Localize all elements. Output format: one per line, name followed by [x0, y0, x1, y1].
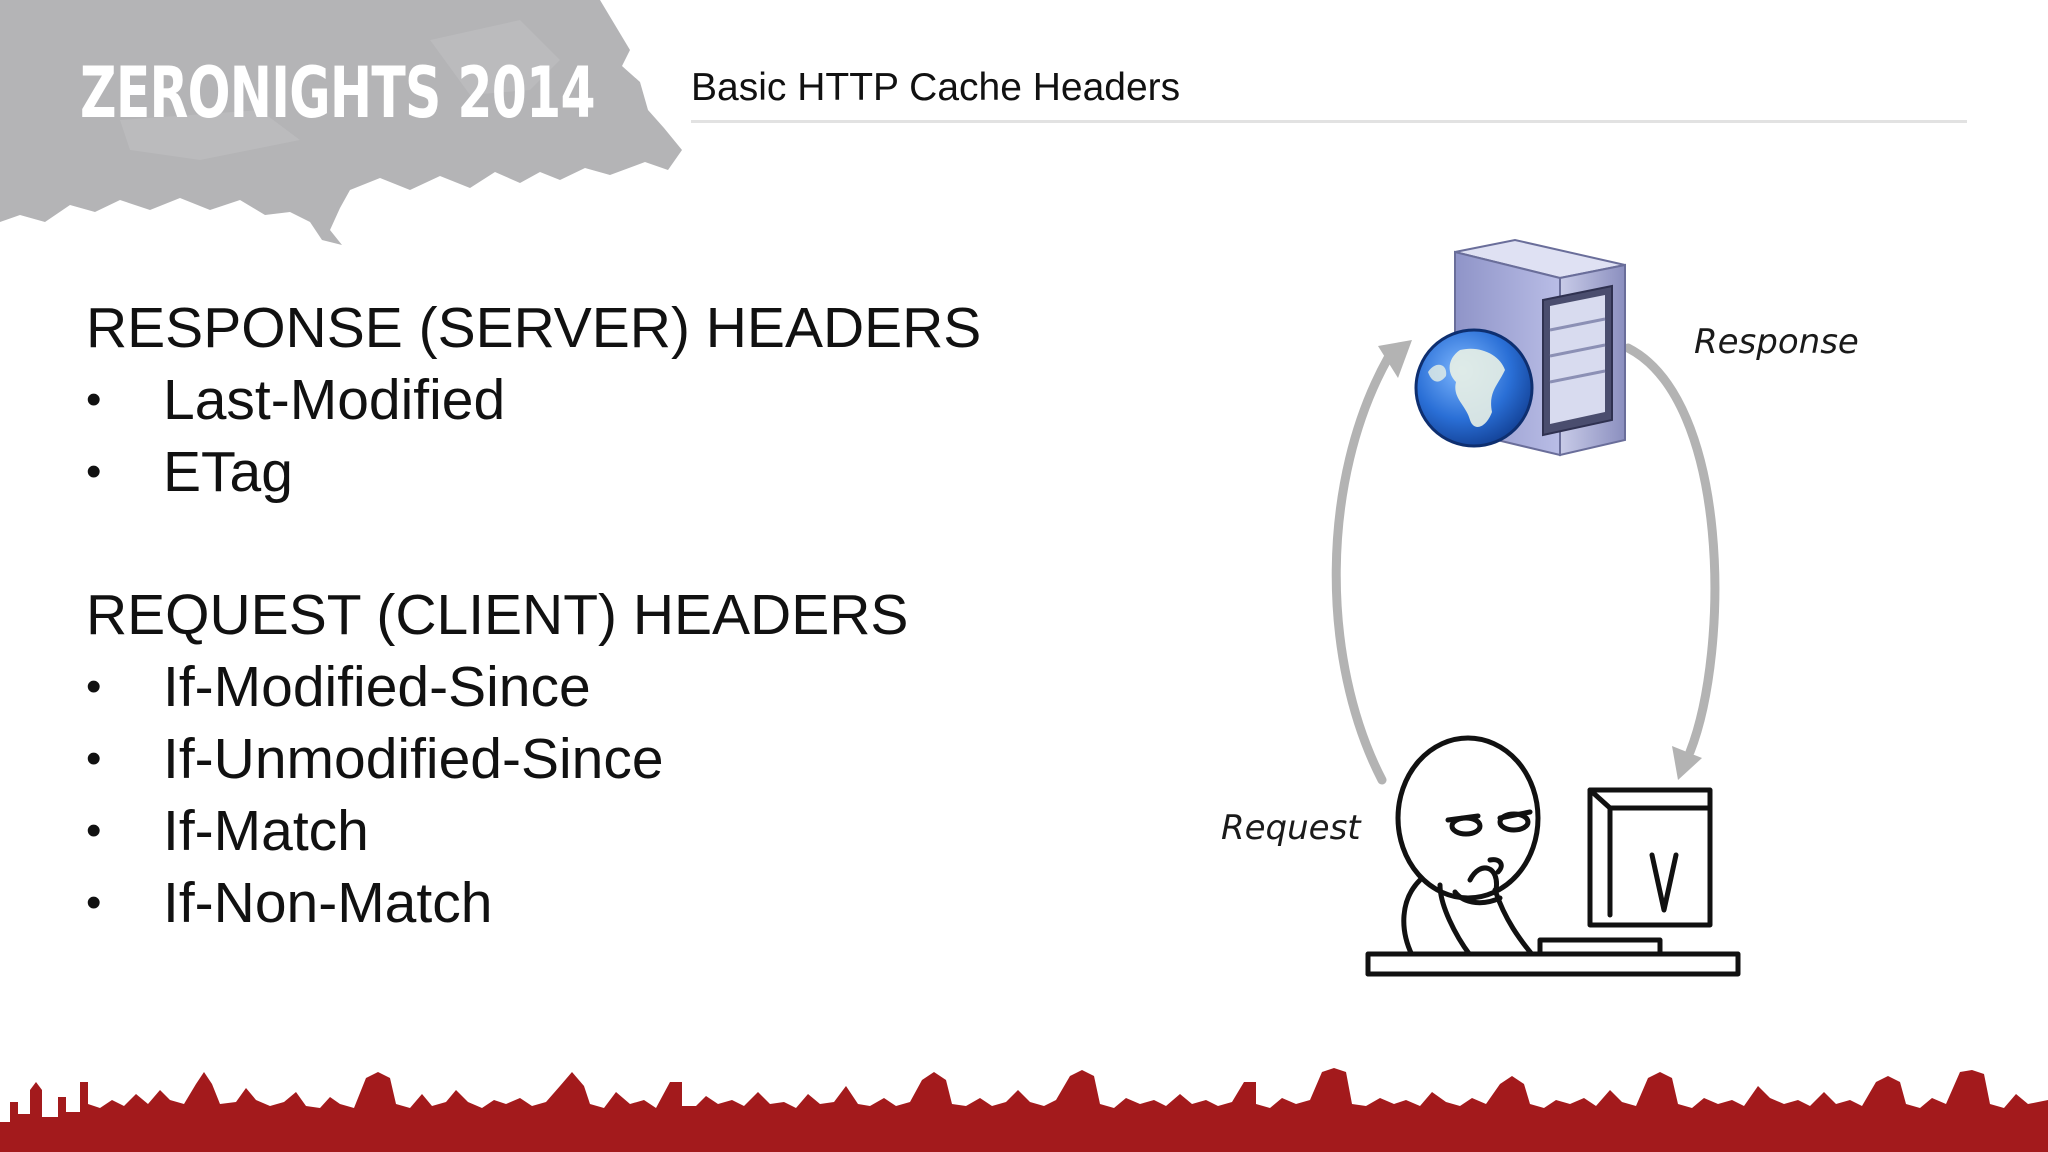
- list-item: • If-Unmodified-Since: [86, 723, 664, 795]
- response-arrow: [1623, 343, 1720, 780]
- request-headers-heading: REQUEST (CLIENT) HEADERS: [86, 583, 909, 647]
- list-item-label: If-Match: [163, 799, 369, 863]
- title-divider: [691, 120, 1967, 123]
- bullet: •: [86, 878, 102, 927]
- list-item-label: If-Unmodified-Since: [163, 727, 664, 791]
- bullet: •: [86, 806, 102, 855]
- list-item-label: Last-Modified: [163, 368, 506, 432]
- request-label: Request: [1221, 808, 1361, 848]
- bullet: •: [86, 662, 102, 711]
- response-headers-list: • Last-Modified • ETag: [86, 364, 505, 508]
- list-item-label: If-Modified-Since: [163, 655, 591, 719]
- server-with-globe-icon: [1414, 238, 1626, 457]
- response-label: Response: [1694, 322, 1859, 362]
- header-splash-shape: [0, 0, 682, 245]
- response-headers-heading: RESPONSE (SERVER) HEADERS: [86, 296, 982, 360]
- list-item: • Last-Modified: [86, 364, 505, 436]
- city-skyline-footer: [0, 1068, 2048, 1152]
- slide-title: Basic HTTP Cache Headers: [691, 66, 1181, 109]
- bullet: •: [86, 734, 102, 783]
- user-at-computer-icon: [1365, 735, 1741, 977]
- list-item: • If-Non-Match: [86, 867, 664, 939]
- request-arrow: [1331, 340, 1412, 785]
- list-item-label: If-Non-Match: [163, 871, 493, 935]
- bullet: •: [86, 447, 102, 496]
- list-item-label: ETag: [163, 440, 293, 504]
- list-item: • If-Match: [86, 795, 664, 867]
- conference-logo: ZERONIGHTS 2014: [80, 52, 596, 134]
- list-item: • If-Modified-Since: [86, 651, 664, 723]
- request-headers-list: •If-Modified-Since •If-Unmodified-Since …: [86, 651, 664, 939]
- list-item: • ETag: [86, 436, 505, 508]
- bullet: •: [86, 375, 102, 424]
